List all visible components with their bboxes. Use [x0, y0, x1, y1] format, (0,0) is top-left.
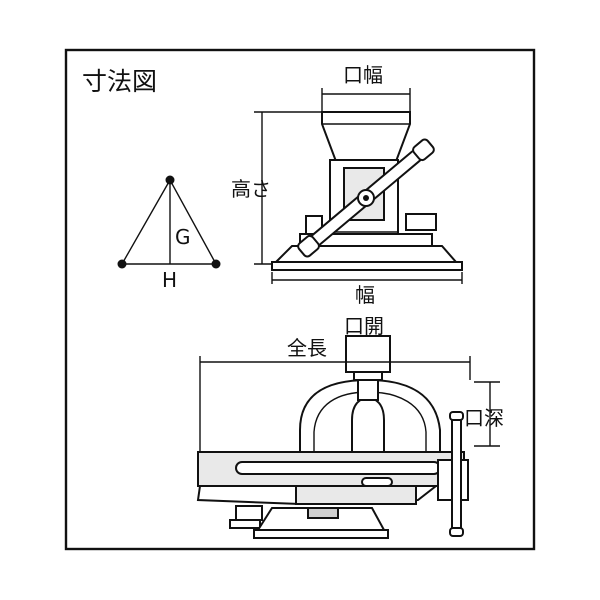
- height-label: 高さ: [231, 177, 271, 201]
- triangle-h-label: H: [162, 268, 177, 292]
- side-lower-block: [295, 485, 417, 505]
- side-clamp-lever-base: [229, 519, 261, 529]
- side-clamp-lever: [235, 505, 263, 521]
- side-base-bolt: [307, 507, 339, 519]
- front-foot: [271, 261, 463, 271]
- jaw-opening-box: [345, 335, 391, 373]
- triangle-apex-dot: [165, 175, 175, 185]
- triangle-right-dot: [211, 259, 221, 269]
- side-arch-opening: [351, 396, 385, 453]
- side-jaw-top: [353, 371, 383, 381]
- side-screw-handle: [451, 417, 462, 531]
- side-view: 口開 全長 口深: [196, 314, 504, 539]
- front-view: 口幅 高さ 幅: [231, 63, 463, 307]
- side-jaw-stem: [357, 377, 379, 401]
- jaw-width-label: 口幅: [343, 63, 383, 87]
- side-foot: [253, 529, 389, 539]
- side-slide-slot: [235, 461, 441, 475]
- triangle-symbol: G H: [117, 175, 221, 292]
- diagram-title: 寸法図: [82, 67, 157, 96]
- front-right-clamp: [405, 213, 437, 231]
- front-handle-knob-right: [412, 138, 435, 162]
- jaw-opening-label: 口開: [344, 314, 384, 338]
- side-slide-nut: [361, 477, 393, 487]
- total-length-label: 全長: [287, 336, 327, 360]
- side-screw-handle-top-knob: [449, 411, 464, 421]
- triangle-left-dot: [117, 259, 127, 269]
- front-handle-knob-left: [297, 234, 320, 258]
- jaw-depth-label: 口深: [464, 406, 504, 430]
- width-label: 幅: [355, 283, 375, 307]
- side-screw-handle-bottom-knob: [449, 527, 464, 537]
- front-handle-pivot-center: [363, 195, 369, 201]
- triangle-outline: [120, 178, 218, 265]
- triangle-g-label: G: [175, 225, 191, 249]
